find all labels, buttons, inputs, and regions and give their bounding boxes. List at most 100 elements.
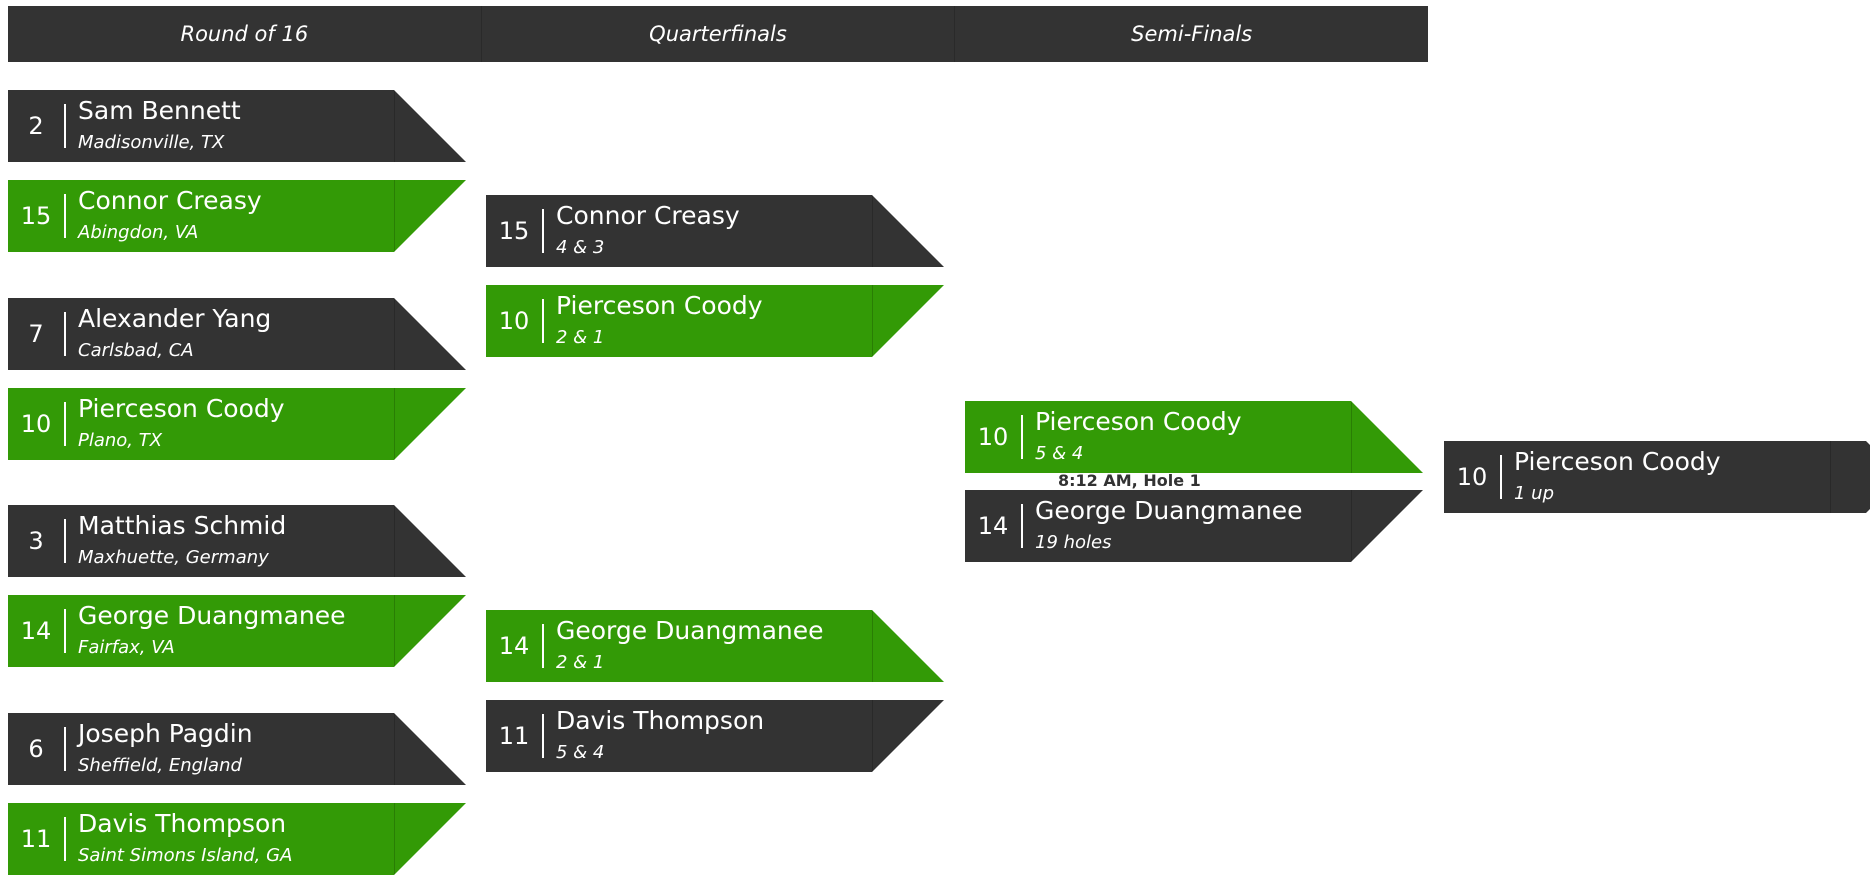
slot-body	[8, 595, 394, 667]
player-name: Pierceson Coody	[1514, 447, 1721, 476]
seed-number: 14	[20, 617, 52, 645]
seed-divider	[64, 104, 66, 148]
slot-arrow	[394, 803, 466, 875]
slot-body	[486, 285, 872, 357]
seed-divider	[542, 714, 544, 758]
slot-arrow	[1351, 490, 1423, 562]
player-name: Joseph Pagdin	[78, 719, 253, 748]
slot-body	[486, 700, 872, 772]
seed-number: 14	[977, 512, 1009, 540]
slot-body	[486, 610, 872, 682]
slot-body	[8, 803, 394, 875]
seed-divider	[1021, 415, 1023, 459]
slot-body	[8, 180, 394, 252]
player-name: Alexander Yang	[78, 304, 272, 333]
r16-slot-5[interactable]: 3 Matthias Schmid Maxhuette, Germany	[8, 505, 466, 577]
player-name: Matthias Schmid	[78, 511, 287, 540]
r16-slot-8[interactable]: 11 Davis Thompson Saint Simons Island, G…	[8, 803, 466, 875]
slot-arrow	[1830, 441, 1870, 513]
seed-divider	[1021, 504, 1023, 548]
slot-arrow	[872, 610, 944, 682]
player-name: Pierceson Coody	[1035, 407, 1242, 436]
qf-slot-1[interactable]: 15 Connor Creasy 4 & 3	[486, 195, 944, 267]
slot-arrow	[394, 298, 466, 370]
slot-arrow	[872, 195, 944, 267]
slot-arrow	[1351, 401, 1423, 473]
slot-body	[965, 490, 1351, 562]
seed-number: 15	[498, 217, 530, 245]
player-name: Davis Thompson	[78, 809, 287, 838]
final-slot[interactable]: 10 Pierceson Coody 1 up	[1444, 441, 1870, 513]
seed-divider	[64, 402, 66, 446]
slot-body	[8, 505, 394, 577]
slot-body	[965, 401, 1351, 473]
seed-number: 10	[1456, 463, 1488, 491]
seed-number: 11	[498, 722, 530, 750]
slot-arrow	[394, 595, 466, 667]
seed-divider	[64, 727, 66, 771]
qf-slot-2[interactable]: 10 Pierceson Coody 2 & 1	[486, 285, 944, 357]
slot-arrow	[394, 90, 466, 162]
slot-arrow	[394, 388, 466, 460]
r16-slot-4[interactable]: 10 Pierceson Coody Plano, TX	[8, 388, 466, 460]
r16-slot-2[interactable]: 15 Connor Creasy Abingdon, VA	[8, 180, 466, 252]
r16-slot-3[interactable]: 7 Alexander Yang Carlsbad, CA	[8, 298, 466, 370]
player-name: George Duangmanee	[78, 601, 346, 630]
r16-slot-7[interactable]: 6 Joseph Pagdin Sheffield, England	[8, 713, 466, 785]
seed-number: 11	[20, 825, 52, 853]
player-name: George Duangmanee	[556, 616, 824, 645]
sf-slot-2[interactable]: 14 George Duangmanee 19 holes	[965, 490, 1423, 562]
slot-arrow	[394, 505, 466, 577]
qf-slot-4[interactable]: 11 Davis Thompson 5 & 4	[486, 700, 944, 772]
player-name: Connor Creasy	[556, 201, 740, 230]
slot-arrow	[872, 285, 944, 357]
player-name: Sam Bennett	[78, 96, 241, 125]
rounds-header: Round of 16 Quarterfinals Semi-Finals	[8, 6, 1428, 62]
player-name: Pierceson Coody	[78, 394, 285, 423]
player-hometown: Carlsbad, CA	[78, 340, 194, 361]
round-header-semifinals: Semi-Finals	[1131, 22, 1253, 46]
seed-number: 14	[498, 632, 530, 660]
seed-divider	[542, 299, 544, 343]
seed-number: 7	[28, 320, 44, 348]
match-score: 5 & 4	[1035, 443, 1084, 464]
slot-body	[8, 90, 394, 162]
match-score: 4 & 3	[556, 237, 605, 258]
player-hometown: Sheffield, England	[78, 755, 242, 776]
player-name: Connor Creasy	[78, 186, 262, 215]
seed-number: 10	[498, 307, 530, 335]
r16-slot-6[interactable]: 14 George Duangmanee Fairfax, VA	[8, 595, 466, 667]
match-score: 5 & 4	[556, 742, 605, 763]
seed-number: 2	[28, 112, 44, 140]
player-hometown: Madisonville, TX	[78, 132, 225, 153]
seed-divider	[64, 817, 66, 861]
seed-divider	[1500, 455, 1502, 499]
match-score: 2 & 1	[556, 327, 605, 348]
semifinal-tee-time: 8:12 AM, Hole 1	[1058, 471, 1201, 490]
slot-body	[1444, 441, 1830, 513]
player-name: George Duangmanee	[1035, 496, 1303, 525]
slot-body	[486, 195, 872, 267]
match-score: 19 holes	[1035, 532, 1112, 553]
player-hometown: Fairfax, VA	[78, 637, 175, 658]
r16-slot-1[interactable]: 2 Sam Bennett Madisonville, TX	[8, 90, 466, 162]
seed-divider	[542, 624, 544, 668]
slot-arrow	[872, 700, 944, 772]
player-hometown: Maxhuette, Germany	[78, 547, 269, 568]
seed-divider	[64, 312, 66, 356]
sf-slot-1[interactable]: 10 Pierceson Coody 5 & 4	[965, 401, 1423, 473]
player-hometown: Saint Simons Island, GA	[78, 845, 293, 866]
slot-body	[8, 388, 394, 460]
qf-slot-3[interactable]: 14 George Duangmanee 2 & 1	[486, 610, 944, 682]
player-hometown: Abingdon, VA	[78, 222, 199, 243]
player-name: Pierceson Coody	[556, 291, 763, 320]
player-name: Davis Thompson	[556, 706, 765, 735]
round-header-round-of-16: Round of 16	[8, 6, 482, 62]
seed-number: 6	[28, 735, 44, 763]
slot-arrow	[394, 713, 466, 785]
match-score: 1 up	[1514, 483, 1555, 504]
round-header-quarterfinals: Quarterfinals	[482, 6, 956, 62]
seed-number: 10	[977, 423, 1009, 451]
seed-divider	[64, 194, 66, 238]
